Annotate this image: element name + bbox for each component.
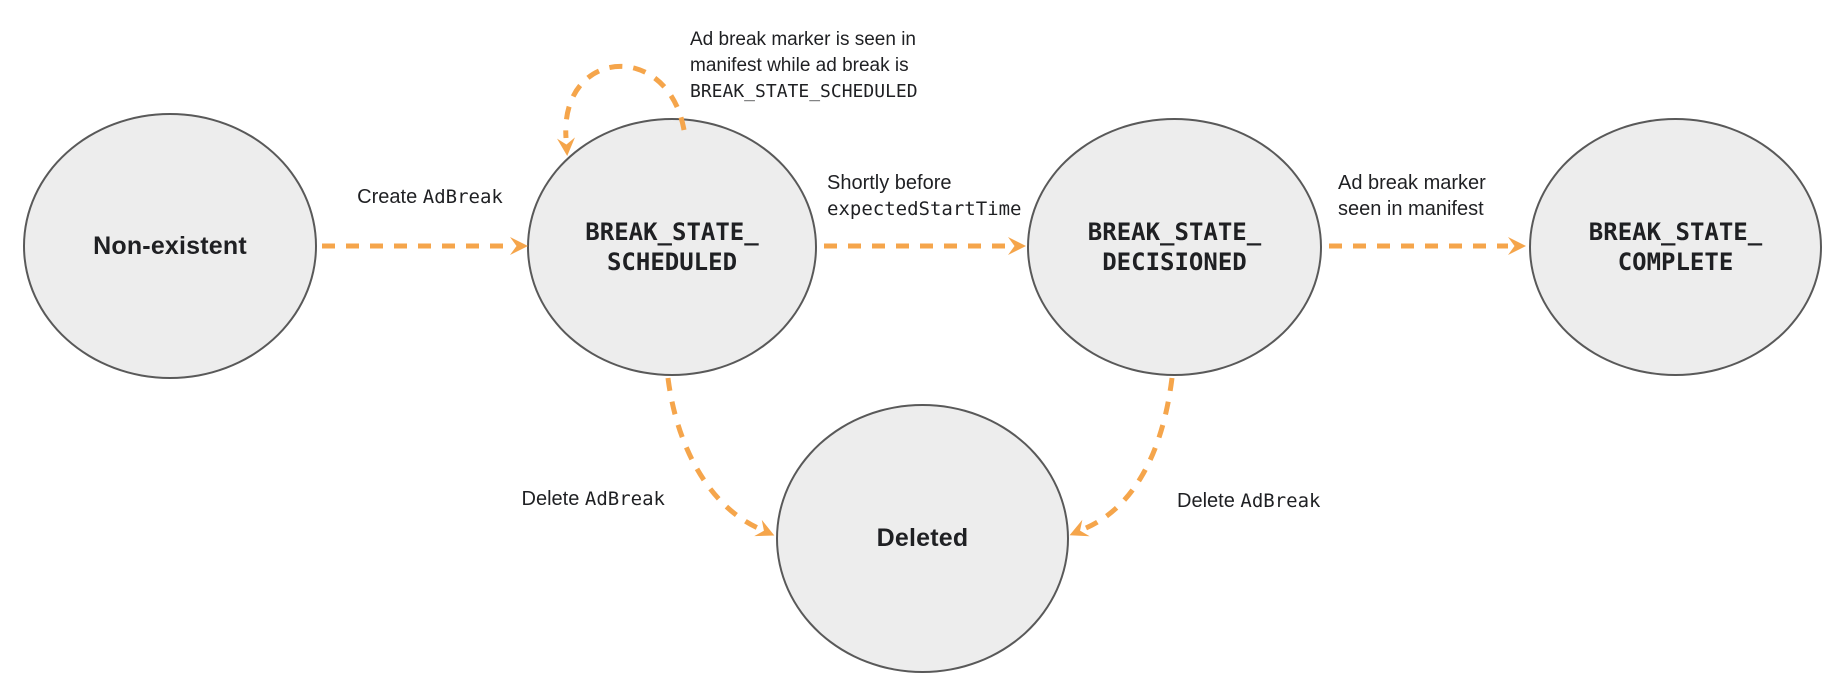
state-label-line1: BREAK_STATE_ [1087,218,1262,246]
state-label: Deleted [876,524,969,552]
state-label: BREAK_STATE_DECISIONED [1088,217,1261,277]
edge-label-delete-adbreak-right: Delete AdBreak [1177,488,1320,514]
edge-label-self-loop: Ad break marker is seen in manifest while… [690,27,918,105]
edge-label-create-adbreak: Create AdBreak [330,184,530,210]
edge-label-line1: Ad break marker is seen in [690,29,916,50]
edge-label-code: AdBreak [1240,490,1321,512]
edge-label-marker-seen: Ad break marker seen in manifest [1338,170,1486,222]
edge-label-shortly-before: Shortly before expectedStartTime [827,170,1021,222]
state-label-line1: BREAK_STATE_ [585,218,759,246]
edge-label-plain: Create [357,186,418,208]
state-node-break-state-decisioned: BREAK_STATE_DECISIONED [1027,118,1322,376]
state-label-line2: COMPLETE [1617,248,1734,276]
edge-label-line2: manifest while ad break is [690,55,909,76]
state-label: Non-existent [93,231,247,260]
edge-label-code: BREAK_STATE_SCHEDULED [690,81,918,102]
state-node-break-state-complete: BREAK_STATE_COMPLETE [1529,118,1822,376]
edge-decisioned-to-deleted-arrow [1069,377,1175,537]
state-node-non-existent: Non-existent [23,113,317,379]
state-label-line2: DECISIONED [1102,248,1247,276]
state-label: BREAK_STATE_SCHEDULED [585,217,758,277]
edge-label-code: AdBreak [584,488,665,510]
edge-label-plain: Shortly before [827,172,952,194]
state-label-line1: BREAK_STATE_ [1588,218,1763,246]
state-node-deleted: Deleted [776,404,1069,673]
edge-label-code: expectedStartTime [827,198,1022,220]
edge-label-line2: seen in manifest [1338,198,1484,220]
edge-label-code: AdBreak [422,186,503,208]
edge-label-line1: Ad break marker [1338,172,1486,194]
edge-label-plain: Delete [1177,490,1235,512]
state-label: BREAK_STATE_COMPLETE [1589,217,1762,277]
edge-label-delete-adbreak-left: Delete AdBreak [490,486,665,512]
state-node-break-state-scheduled: BREAK_STATE_SCHEDULED [527,118,817,376]
edge-label-plain: Delete [521,488,580,510]
state-label-line2: SCHEDULED [606,248,738,276]
edge-scheduled-to-deleted-arrow [665,377,775,537]
